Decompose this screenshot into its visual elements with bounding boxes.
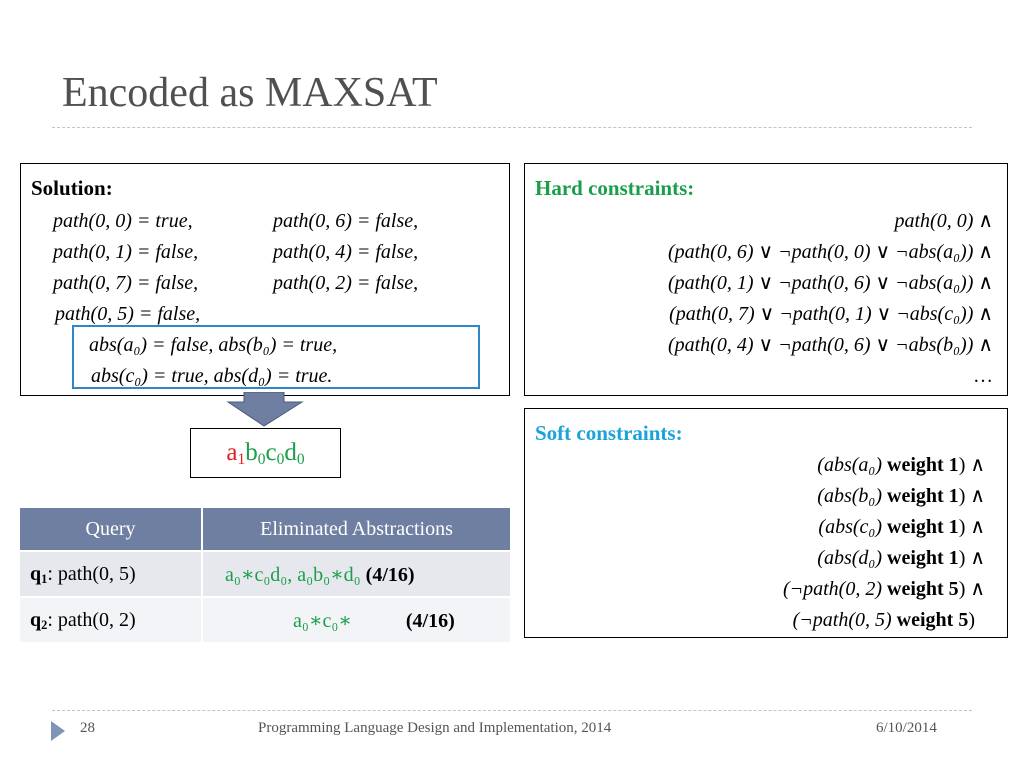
table-header-query: Query (20, 508, 203, 551)
down-arrow-icon (226, 392, 304, 427)
solution-row-3-right: path(0, 2) = false, (273, 272, 419, 294)
query-table: Query Eliminated Abstractions q1: path(0… (20, 508, 510, 642)
result-d-sub: 0 (296, 450, 305, 468)
hard-constraints-heading: Hard constraints: (535, 176, 695, 200)
result-box: a1b0c0d0 (190, 428, 341, 478)
result-a: a (226, 439, 238, 466)
hard-line-1: path(0, 0) ∧ (894, 210, 993, 232)
soft-line-5: (¬path(0, 2) weight 5) ∧ (782, 578, 985, 600)
soft-line-6: (¬path(0, 5) weight 5) (792, 609, 975, 631)
result-b: b (245, 439, 258, 466)
abs-line-1: abs(a₀) = false, abs(b₀) = true, (89, 334, 338, 356)
soft-line-4: (abs(d₀) weight 1) ∧ (817, 547, 985, 569)
hard-line-4: (path(0, 7) ∨ ¬path(0, 1) ∨ ¬abs(c₀)) ∧ (669, 303, 993, 325)
solution-box: Solution: path(0, 0) = true, path(0, 6) … (20, 163, 510, 396)
abs-line-2: abs(c₀) = true, abs(d₀) = true. (91, 365, 333, 387)
solution-row-2-right: path(0, 4) = false, (273, 241, 419, 263)
page-number: 28 (80, 720, 95, 736)
hard-line-3: (path(0, 1) ∨ ¬path(0, 6) ∨ ¬abs(a₀)) ∧ (667, 272, 993, 294)
result-c: c (265, 439, 277, 466)
solution-row-1-left: path(0, 0) = true, (53, 210, 193, 232)
solution-row-3-left: path(0, 7) = false, (53, 272, 199, 294)
footer-date: 6/10/2014 (876, 720, 937, 736)
query-cell: q1: path(0, 5) (20, 550, 203, 597)
result-b-sub: 0 (257, 450, 266, 468)
result-c-sub: 0 (276, 450, 285, 468)
hard-constraints-box: Hard constraints: path(0, 0) ∧ (path(0, … (524, 163, 1008, 396)
query-cell: q2: path(0, 2) (20, 596, 203, 642)
soft-line-3: (abs(c₀) weight 1) ∧ (818, 516, 985, 538)
eliminated-cell: a₀∗c₀d₀, a₀b₀∗d₀ (4/16) (202, 550, 510, 597)
soft-constraints-heading: Soft constraints: (535, 421, 683, 445)
result-a-sub: 1 (237, 450, 246, 468)
hard-line-5: (path(0, 4) ∨ ¬path(0, 6) ∨ ¬abs(b₀)) ∧ (667, 334, 993, 356)
table-row: q1: path(0, 5) a₀∗c₀d₀, a₀b₀∗d₀ (4/16) (20, 550, 510, 597)
table-row: q2: path(0, 2) a₀∗c₀∗(4/16) (20, 596, 510, 642)
solution-row-2-left: path(0, 1) = false, (53, 241, 199, 263)
soft-line-1: (abs(a₀) weight 1) ∧ (817, 454, 985, 476)
solution-row-4-left: path(0, 5) = false, (55, 303, 201, 325)
solution-heading: Solution: (31, 176, 113, 200)
title-divider (52, 127, 972, 128)
result-d: d (284, 439, 297, 466)
hard-line-6: … (973, 365, 993, 387)
solution-row-1-right: path(0, 6) = false, (273, 210, 419, 232)
footer-divider (52, 710, 972, 711)
abs-highlight-box (72, 325, 480, 389)
slide-title: Encoded as MAXSAT (62, 70, 438, 116)
play-triangle-icon (51, 721, 65, 741)
soft-line-2: (abs(b₀) weight 1) ∧ (817, 485, 985, 507)
table-header-eliminated: Eliminated Abstractions (202, 508, 510, 551)
eliminated-cell: a₀∗c₀∗(4/16) (202, 596, 510, 642)
footer-title: Programming Language Design and Implemen… (258, 720, 612, 736)
soft-constraints-box: Soft constraints: (abs(a₀) weight 1) ∧ (… (524, 408, 1008, 638)
hard-line-2: (path(0, 6) ∨ ¬path(0, 0) ∨ ¬abs(a₀)) ∧ (667, 241, 993, 263)
